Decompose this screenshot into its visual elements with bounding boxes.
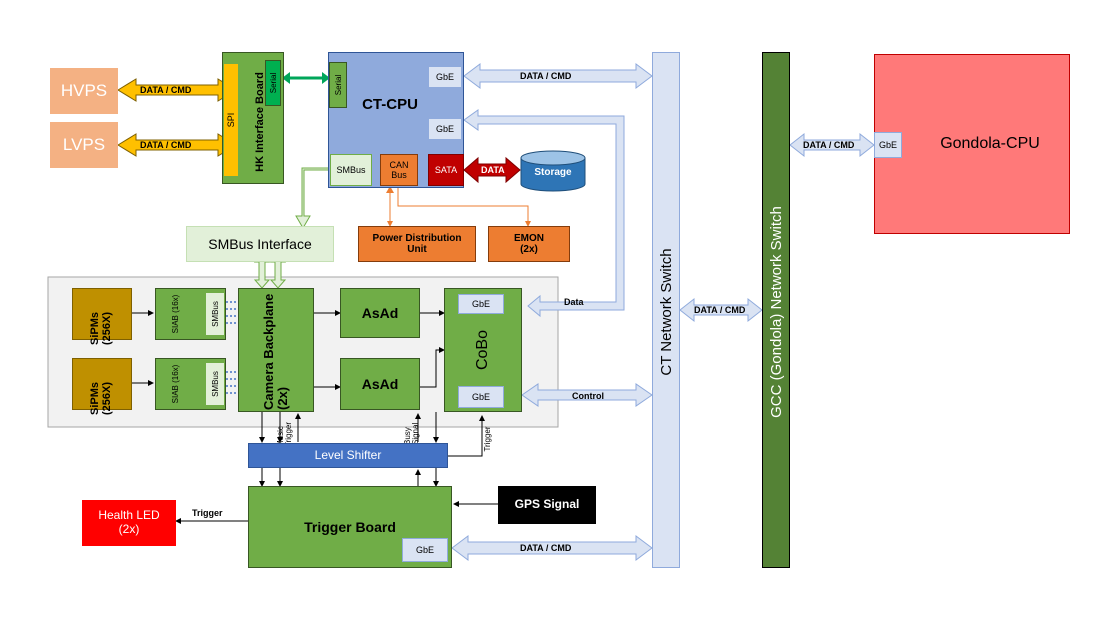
ct-serial-port xyxy=(329,62,347,108)
hk-serial-label: Serial xyxy=(268,72,278,94)
gondola-gbe: GbE xyxy=(874,132,902,158)
ct-network-switch-label: CT Network Switch xyxy=(657,248,675,376)
gondola-cpu-box xyxy=(874,54,1070,234)
cobo-label: CoBo xyxy=(474,329,491,371)
ctcpu-switch-arrow-label: DATA / CMD xyxy=(520,71,572,81)
emon-box: EMON (2x) xyxy=(488,226,570,262)
siab-label-1: SIAB (16x) xyxy=(170,294,180,334)
spi-label: SPI xyxy=(226,112,236,128)
sata-storage-arrow xyxy=(463,156,521,184)
lvps-arrow-label: DATA / CMD xyxy=(140,140,192,150)
camera-backplane-box xyxy=(238,288,314,412)
trigger-cobo-label: Trigger xyxy=(482,426,492,452)
cobo-gbe-bottom: GbE xyxy=(458,386,504,408)
asad-box-2: AsAd xyxy=(340,358,420,410)
trigger-board-gbe: GbE xyxy=(402,538,448,562)
sipms-label-2: SiPMs (256X) xyxy=(89,381,113,415)
camera-backplane-label: Camera Backplane (2x) xyxy=(260,293,290,410)
control-arrow-label: Control xyxy=(572,391,604,401)
ctcpu-gbe-1: GbE xyxy=(428,66,462,88)
smbus-interface-box: SMBus Interface xyxy=(186,226,334,262)
sipms-label-1: SiPMs (256X) xyxy=(89,311,113,345)
gps-signal-box: GPS Signal xyxy=(498,486,596,524)
gcc-network-switch-bar xyxy=(762,52,790,568)
busy-signal-label: Busy Signal xyxy=(403,422,420,445)
gcc-gondola-arrow-label: DATA / CMD xyxy=(803,140,855,150)
health-led-box: Health LED (2x) xyxy=(82,500,176,546)
level-shifter-box: Level Shifter xyxy=(248,443,448,468)
trigger-led-label: Trigger xyxy=(192,508,223,518)
trigger-switch-arrow-label: DATA / CMD xyxy=(520,543,572,553)
smbus-interface-connector xyxy=(295,167,331,229)
can-emon-line xyxy=(397,188,531,227)
sata-arrow-label: DATA xyxy=(481,165,505,175)
hk-serial-port xyxy=(265,60,281,106)
ctcpu-sata-port: SATA xyxy=(428,154,464,186)
cobo-gbe-top: GbE xyxy=(458,294,504,314)
ct-cpu-title: CT-CPU xyxy=(362,96,418,114)
hvps-box: HVPS xyxy=(50,68,118,114)
data-arrow-label: Data xyxy=(564,297,584,307)
music-trigger-label: Music Trigger xyxy=(276,421,293,447)
lvps-box: LVPS xyxy=(50,122,118,168)
ct-serial-label: Serial xyxy=(333,74,343,96)
siab-smbus-label-1: SMBus xyxy=(210,301,220,327)
ct-network-switch-bar xyxy=(652,52,680,568)
storage-label: Storage xyxy=(534,167,572,179)
ctcpu-can-bus-port: CAN Bus xyxy=(380,154,418,186)
gondola-cpu-label: Gondola-CPU xyxy=(940,134,1040,152)
sipms-box-2 xyxy=(72,358,132,410)
ctcpu-gbe-2: GbE xyxy=(428,118,462,140)
siab-smbus-1 xyxy=(205,292,225,336)
storage-cylinder-icon xyxy=(520,150,586,192)
siab-smbus-2 xyxy=(205,362,225,406)
siab-backplane-dotted-links xyxy=(226,301,238,394)
asad-box-1: AsAd xyxy=(340,288,420,338)
switch-switch-arrow-label: DATA / CMD xyxy=(694,305,746,315)
power-distribution-unit: Power Distribution Unit xyxy=(358,226,476,262)
gcc-network-switch-label: GCC (Gondola) Network Switch xyxy=(767,206,785,418)
sipms-box-1 xyxy=(72,288,132,340)
ctcpu-cobo-data-path xyxy=(463,109,625,318)
siab-label-2: SIAB (16x) xyxy=(170,364,180,404)
siab-smbus-label-2: SMBus xyxy=(210,371,220,397)
ctcpu-smbus-port: SMBus xyxy=(330,154,372,186)
hvps-arrow-label: DATA / CMD xyxy=(140,85,192,95)
spi-strip xyxy=(224,64,238,176)
